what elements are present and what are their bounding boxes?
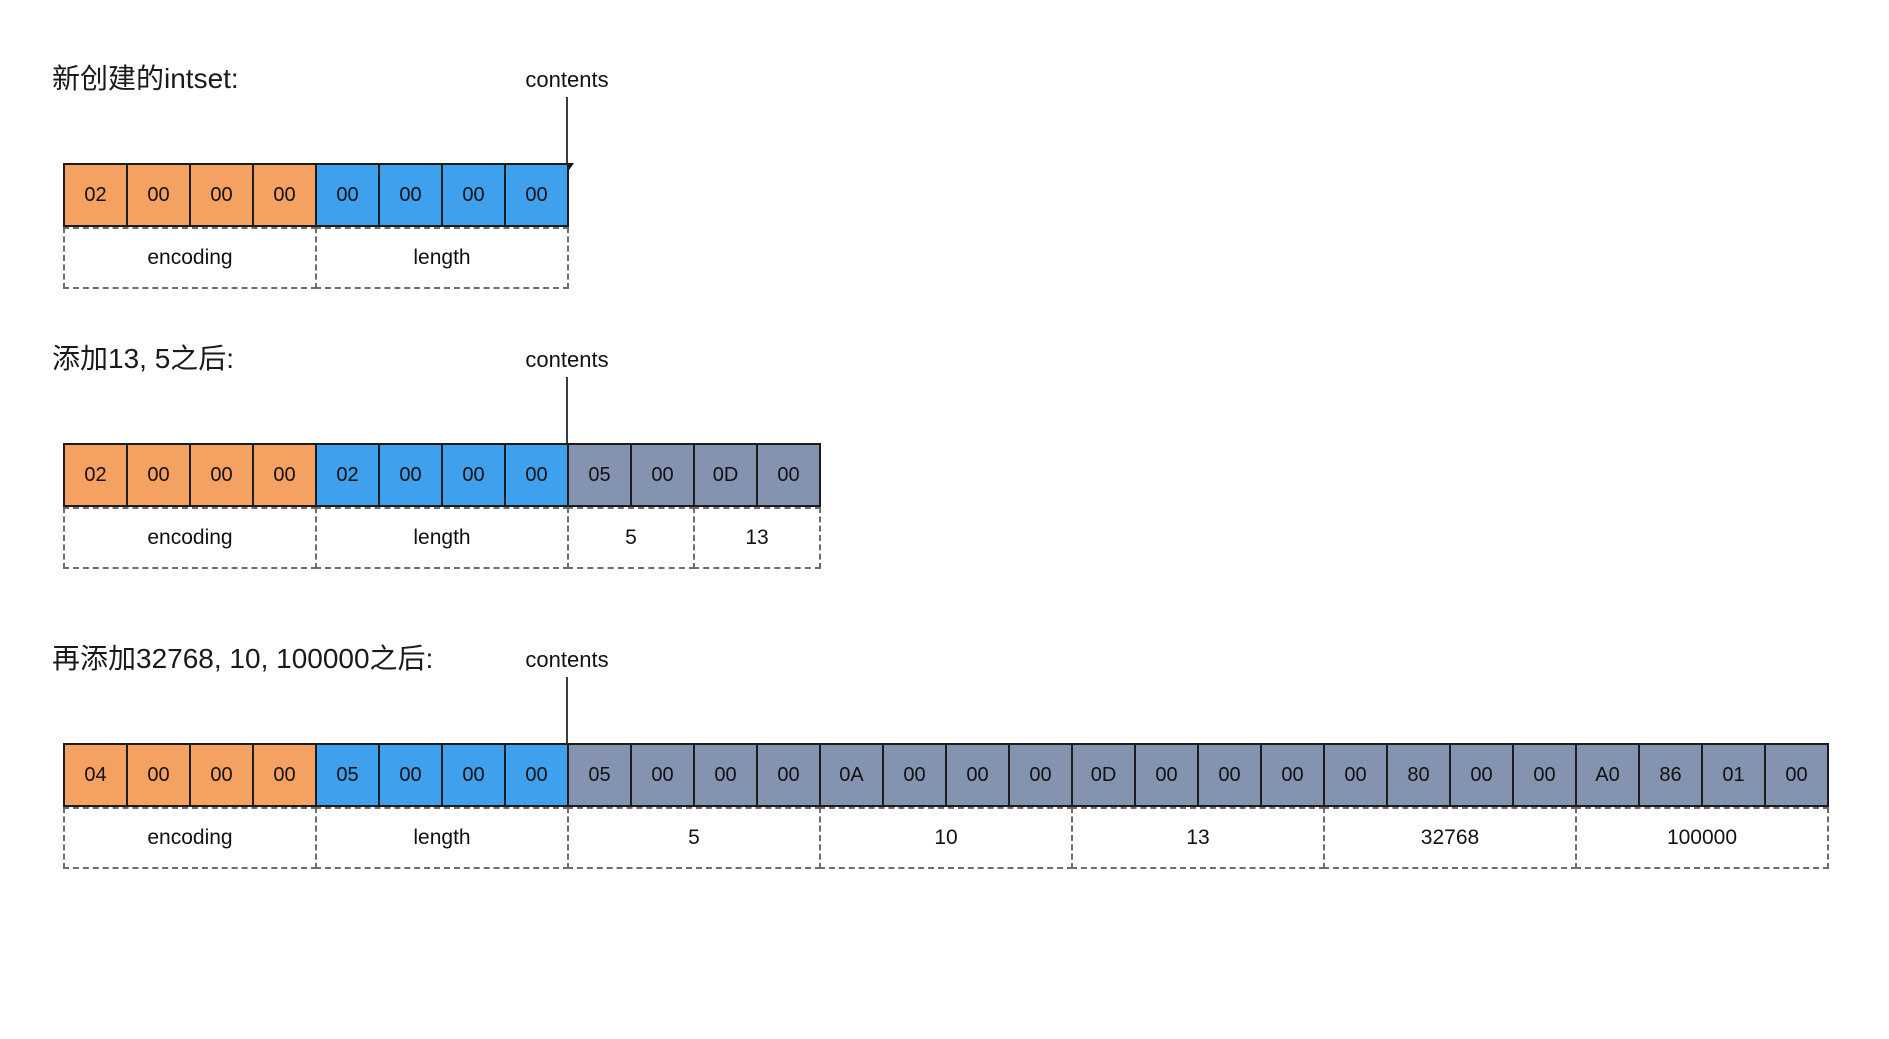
byte-cell-content: 00 <box>630 743 695 807</box>
field-label-box: length <box>315 507 569 569</box>
byte-cell-content: 00 <box>630 443 695 507</box>
byte-cell-encoding: 00 <box>252 443 317 507</box>
field-label: encoding <box>147 826 233 849</box>
field-label-row: encoding length 5 13 <box>63 507 821 569</box>
byte-cell-length: 05 <box>315 743 380 807</box>
byte-cell-content: 0D <box>693 443 758 507</box>
contents-pointer-label: contents <box>525 67 609 92</box>
byte-cell-content: 00 <box>882 743 947 807</box>
byte-cell-content: 86 <box>1638 743 1703 807</box>
byte-cell-content: 00 <box>756 443 821 507</box>
byte-cell-content: 00 <box>1512 743 1577 807</box>
field-label-box: 5 <box>567 507 695 569</box>
byte-cell-encoding: 00 <box>189 743 254 807</box>
field-label: length <box>413 246 471 269</box>
field-label-box: 32768 <box>1323 807 1577 869</box>
field-label: 100000 <box>1666 826 1738 849</box>
contents-arrow-line <box>566 97 568 163</box>
byte-cell-content: 00 <box>1008 743 1073 807</box>
byte-cell-content: 0A <box>819 743 884 807</box>
byte-cell-content: 00 <box>1323 743 1388 807</box>
diagram-title: 添加13, 5之后: <box>52 343 235 374</box>
field-label-box: 10 <box>819 807 1073 869</box>
byte-cell-content: 05 <box>567 743 632 807</box>
byte-cell-length: 00 <box>378 743 443 807</box>
contents-pointer-label: contents <box>525 347 609 372</box>
field-label-box: 5 <box>567 807 821 869</box>
byte-cell-content: 00 <box>945 743 1010 807</box>
byte-cell-content: 00 <box>1449 743 1514 807</box>
field-label-row: encoding length <box>63 227 569 289</box>
field-label: length <box>413 526 471 549</box>
byte-cell-content: 00 <box>1197 743 1262 807</box>
byte-cell-content: 0D <box>1071 743 1136 807</box>
byte-cell-content: 00 <box>1764 743 1829 807</box>
byte-cell-length: 00 <box>504 443 569 507</box>
byte-cell-length: 00 <box>378 443 443 507</box>
field-label: 5 <box>625 526 637 549</box>
byte-cell-encoding: 00 <box>189 163 254 227</box>
field-label-box: length <box>315 807 569 869</box>
field-label-box: 13 <box>1071 807 1325 869</box>
field-label: encoding <box>147 526 233 549</box>
field-label-box: length <box>315 227 569 289</box>
contents-arrow-line <box>566 677 568 743</box>
byte-cell-content: 00 <box>693 743 758 807</box>
byte-cell-length: 00 <box>378 163 443 227</box>
field-label: 5 <box>688 826 700 849</box>
byte-cell-encoding: 00 <box>189 443 254 507</box>
field-label-box: encoding <box>63 507 317 569</box>
byte-cell-encoding: 00 <box>252 163 317 227</box>
field-label-box: encoding <box>63 807 317 869</box>
field-label: length <box>413 826 471 849</box>
field-label-row: encoding length 5 10 13 32768 100000 <box>63 807 1829 869</box>
byte-cell-encoding: 00 <box>126 163 191 227</box>
byte-cell-length: 00 <box>504 163 569 227</box>
byte-cell-encoding: 00 <box>252 743 317 807</box>
byte-cell-length: 00 <box>441 743 506 807</box>
field-label: 13 <box>745 526 769 549</box>
field-label: encoding <box>147 246 233 269</box>
contents-pointer-label: contents <box>525 647 609 672</box>
byte-cell-length: 00 <box>315 163 380 227</box>
byte-cell-length: 00 <box>504 743 569 807</box>
byte-cell-encoding: 00 <box>126 743 191 807</box>
byte-cell-content: 80 <box>1386 743 1451 807</box>
byte-cell-length: 00 <box>441 443 506 507</box>
byte-cell-encoding: 00 <box>126 443 191 507</box>
byte-cell-encoding: 04 <box>63 743 128 807</box>
byte-cell-content: A0 <box>1575 743 1640 807</box>
byte-cell-content: 00 <box>1134 743 1199 807</box>
byte-cell-length: 02 <box>315 443 380 507</box>
field-label-box: encoding <box>63 227 317 289</box>
diagram-title: 新创建的intset: <box>52 63 239 94</box>
contents-arrow-line <box>566 377 568 443</box>
field-label: 10 <box>934 826 958 849</box>
diagram-title: 再添加32768, 10, 100000之后: <box>52 643 434 674</box>
byte-cell-content: 00 <box>1260 743 1325 807</box>
byte-cell-encoding: 02 <box>63 163 128 227</box>
field-label: 13 <box>1186 826 1210 849</box>
field-label: 32768 <box>1420 826 1480 849</box>
byte-cell-content: 05 <box>567 443 632 507</box>
field-label-box: 13 <box>693 507 821 569</box>
field-label-box: 100000 <box>1575 807 1829 869</box>
byte-cell-content: 00 <box>756 743 821 807</box>
byte-cell-encoding: 02 <box>63 443 128 507</box>
byte-cell-content: 01 <box>1701 743 1766 807</box>
byte-cell-length: 00 <box>441 163 506 227</box>
